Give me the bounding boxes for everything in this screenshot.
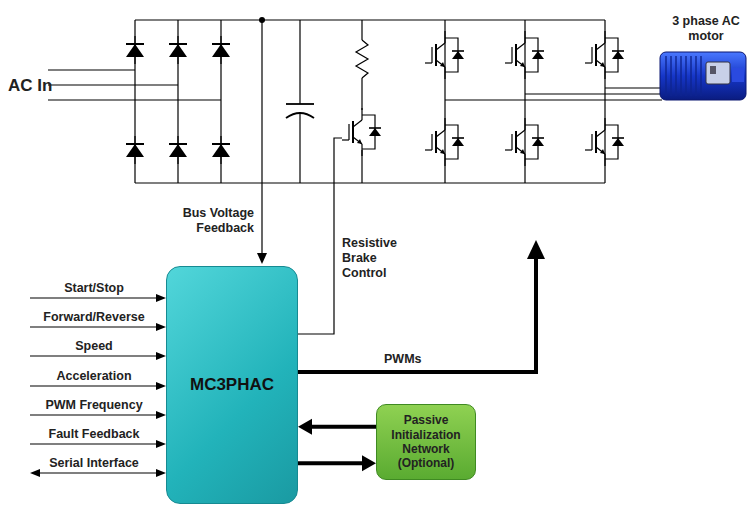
signal-label: PWMs <box>384 352 422 367</box>
signal-name: Acceleration <box>30 369 158 384</box>
signal-name: Start/Stop <box>30 281 158 296</box>
signal-name: Speed <box>30 339 158 354</box>
signal-name: PWM Frequency <box>30 398 158 413</box>
motor-label: 3 phase AC motor <box>664 14 748 44</box>
signal-name: Fault Feedback <box>30 427 158 442</box>
input-label: AC In <box>8 76 52 96</box>
controller-chip: MC3PHAC <box>166 266 298 504</box>
signal-arrow <box>298 419 376 435</box>
node-text: MC3PHAC <box>190 375 274 395</box>
node-text: Passive Initialization Network (Optional… <box>383 413 469 471</box>
signal-name: Forward/Reverse <box>30 310 158 325</box>
signal-name: Serial Interface <box>30 456 158 471</box>
signal-arrow <box>298 455 376 471</box>
signal-label: Resistive Brake Control <box>342 236 414 281</box>
init-network-box: Passive Initialization Network (Optional… <box>376 404 476 480</box>
motor-illustration <box>660 52 746 100</box>
signal-label: Bus Voltage Feedback <box>166 206 254 236</box>
